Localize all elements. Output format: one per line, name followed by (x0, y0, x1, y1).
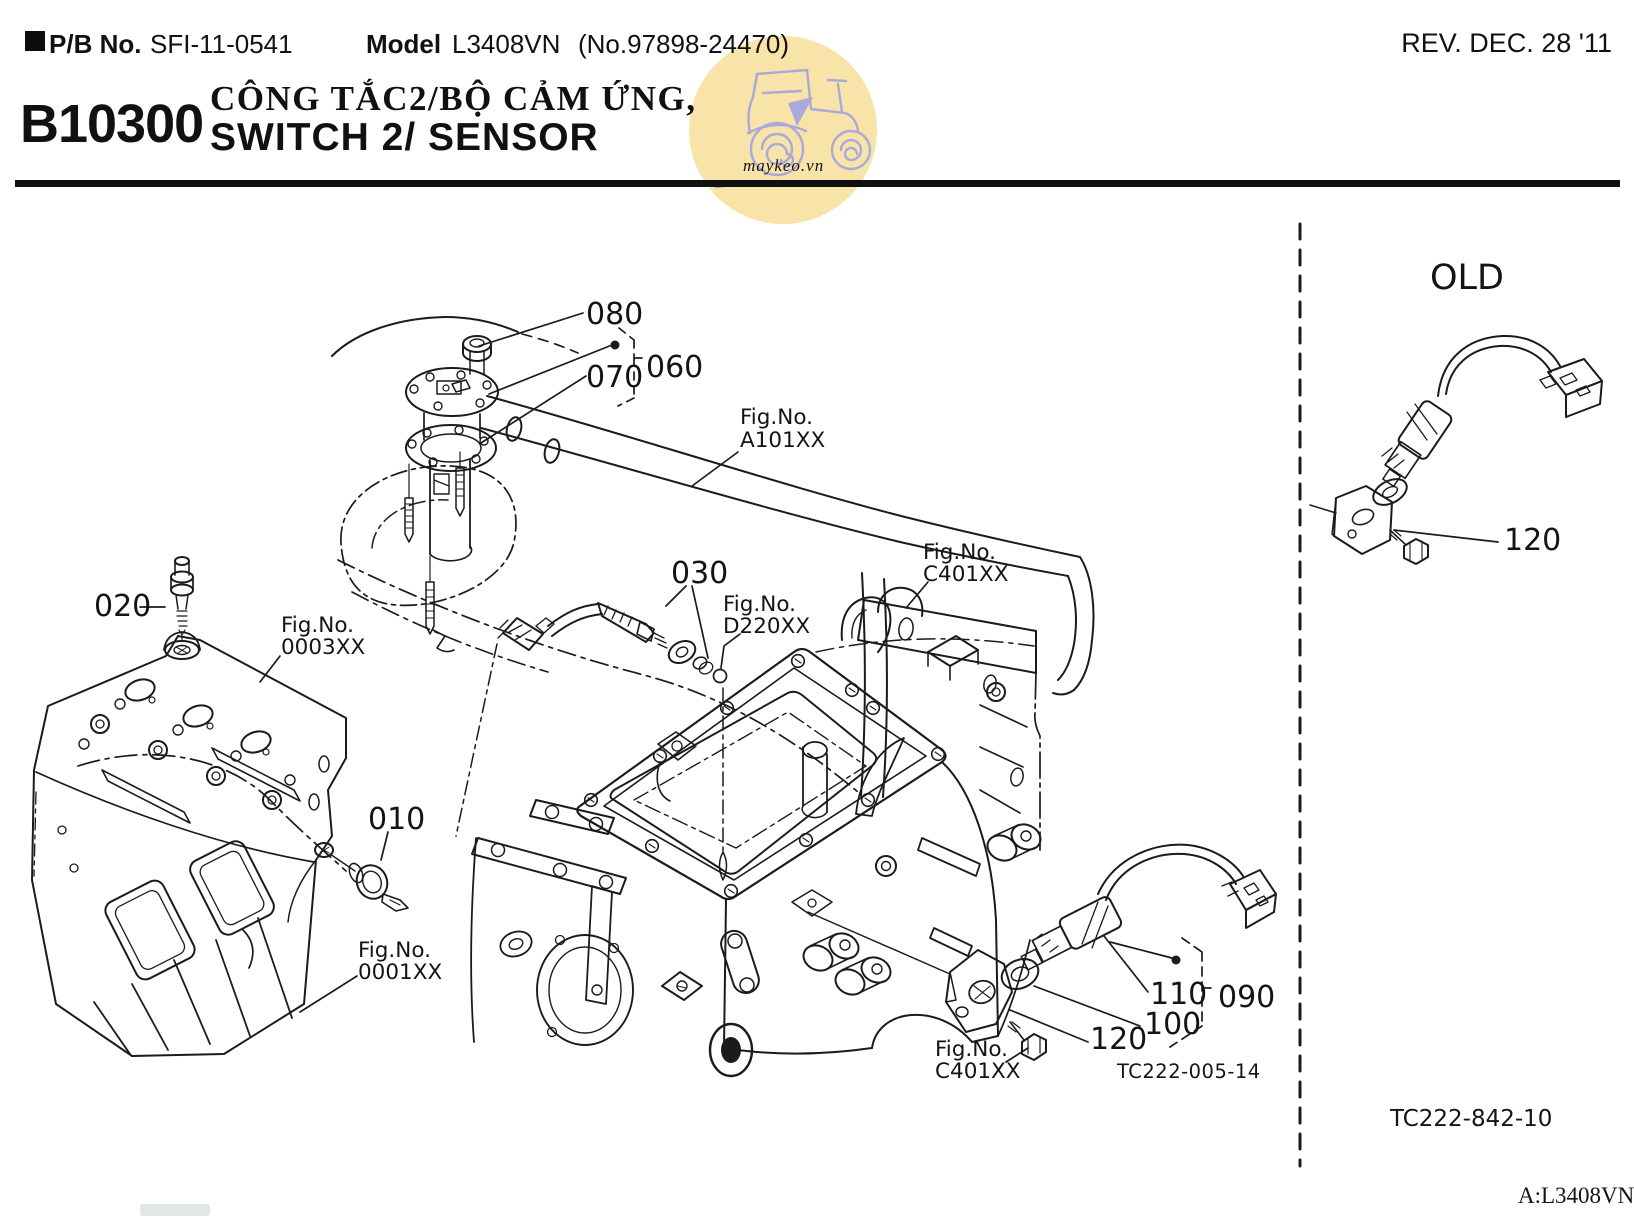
oil-pressure-switch-010 (314, 842, 409, 912)
fuel-tank-outline (77, 316, 1095, 969)
fig-ref-0001-word: Fig.No. (358, 938, 431, 963)
page-title-vietnamese: CÔNG TẮC2/BỘ CẢM ỨNG, (210, 79, 697, 118)
fig-ref-0003-word: Fig.No. (281, 613, 354, 638)
callout-texts: 080 060 070 030 020 010 110 100 090 120 … (94, 258, 1634, 1208)
drawing-code-old: TC222-842-10 (1389, 1106, 1552, 1132)
part-callout-120-old: 120 (1504, 523, 1561, 558)
fig-ref-c401-top-word: Fig.No. (923, 540, 996, 565)
revision-date: REV. DEC. 28 '11 (1401, 28, 1612, 58)
part-callout-060: 060 (646, 350, 703, 385)
part-callout-080: 080 (586, 297, 643, 332)
fig-ref-d220-code: D220XX (723, 614, 810, 639)
section-code: B10300 (20, 94, 204, 154)
part-callout-010: 010 (368, 802, 425, 837)
leader-lines (139, 312, 1499, 1063)
watermark-circle (689, 36, 877, 224)
pb-number-label: P/B No. (49, 29, 142, 59)
page-title-english: SWITCH 2/ SENSOR (210, 116, 599, 159)
part-callout-100: 100 (1144, 1007, 1201, 1042)
transmission-case (455, 586, 1042, 1078)
model-value: L3408VN (452, 29, 561, 59)
fig-ref-c401-bottom-code: C401XX (935, 1059, 1021, 1084)
engine-cylinder-head (31, 631, 347, 1057)
header-square-bullet (25, 31, 45, 51)
drawing-code-main: TC222-005-14 (1116, 1060, 1261, 1083)
bracket-090 (1169, 937, 1214, 1048)
fuel-sender-unit (404, 335, 499, 653)
fig-ref-0003-code: 0003XX (281, 635, 365, 660)
model-label: Model (366, 29, 442, 59)
footer-model-code: A:L3408VN (1518, 1183, 1634, 1208)
pb-number-value: SFI-11-0541 (150, 29, 293, 59)
part-callout-070: 070 (586, 360, 643, 395)
watermark-logo: maykeo.vn (689, 36, 877, 224)
safety-switch-assembly-090 (945, 843, 1277, 1061)
assembly-dot-060 (610, 340, 620, 350)
fig-ref-c401-bottom-word: Fig.No. (935, 1037, 1008, 1062)
part-callout-030: 030 (671, 556, 728, 591)
old-section-heading: OLD (1430, 258, 1504, 298)
serial-number: (No.97898-24470) (578, 29, 790, 59)
fig-ref-a101-word: Fig.No. (740, 405, 813, 430)
fig-ref-a101-code: A101XX (740, 428, 825, 453)
fig-ref-d220-word: Fig.No. (723, 592, 796, 617)
part-callout-110: 110 (1150, 977, 1207, 1012)
scan-artifact (140, 1204, 210, 1216)
sensor-030-assembly (497, 602, 728, 684)
part-callout-090: 090 (1218, 980, 1275, 1015)
watermark-site-text: maykeo.vn (743, 156, 824, 175)
temp-sensor-020 (170, 556, 194, 647)
old-switch-assembly (1309, 334, 1603, 565)
bracket-060 (617, 327, 644, 407)
part-callout-120: 120 (1090, 1022, 1147, 1057)
fig-ref-0001-code: 0001XX (358, 960, 442, 985)
header-rule (15, 180, 1620, 187)
part-callout-020: 020 (94, 589, 151, 624)
assembly-dot-090 (1171, 955, 1181, 965)
fig-ref-c401-top-code: C401XX (923, 562, 1009, 587)
